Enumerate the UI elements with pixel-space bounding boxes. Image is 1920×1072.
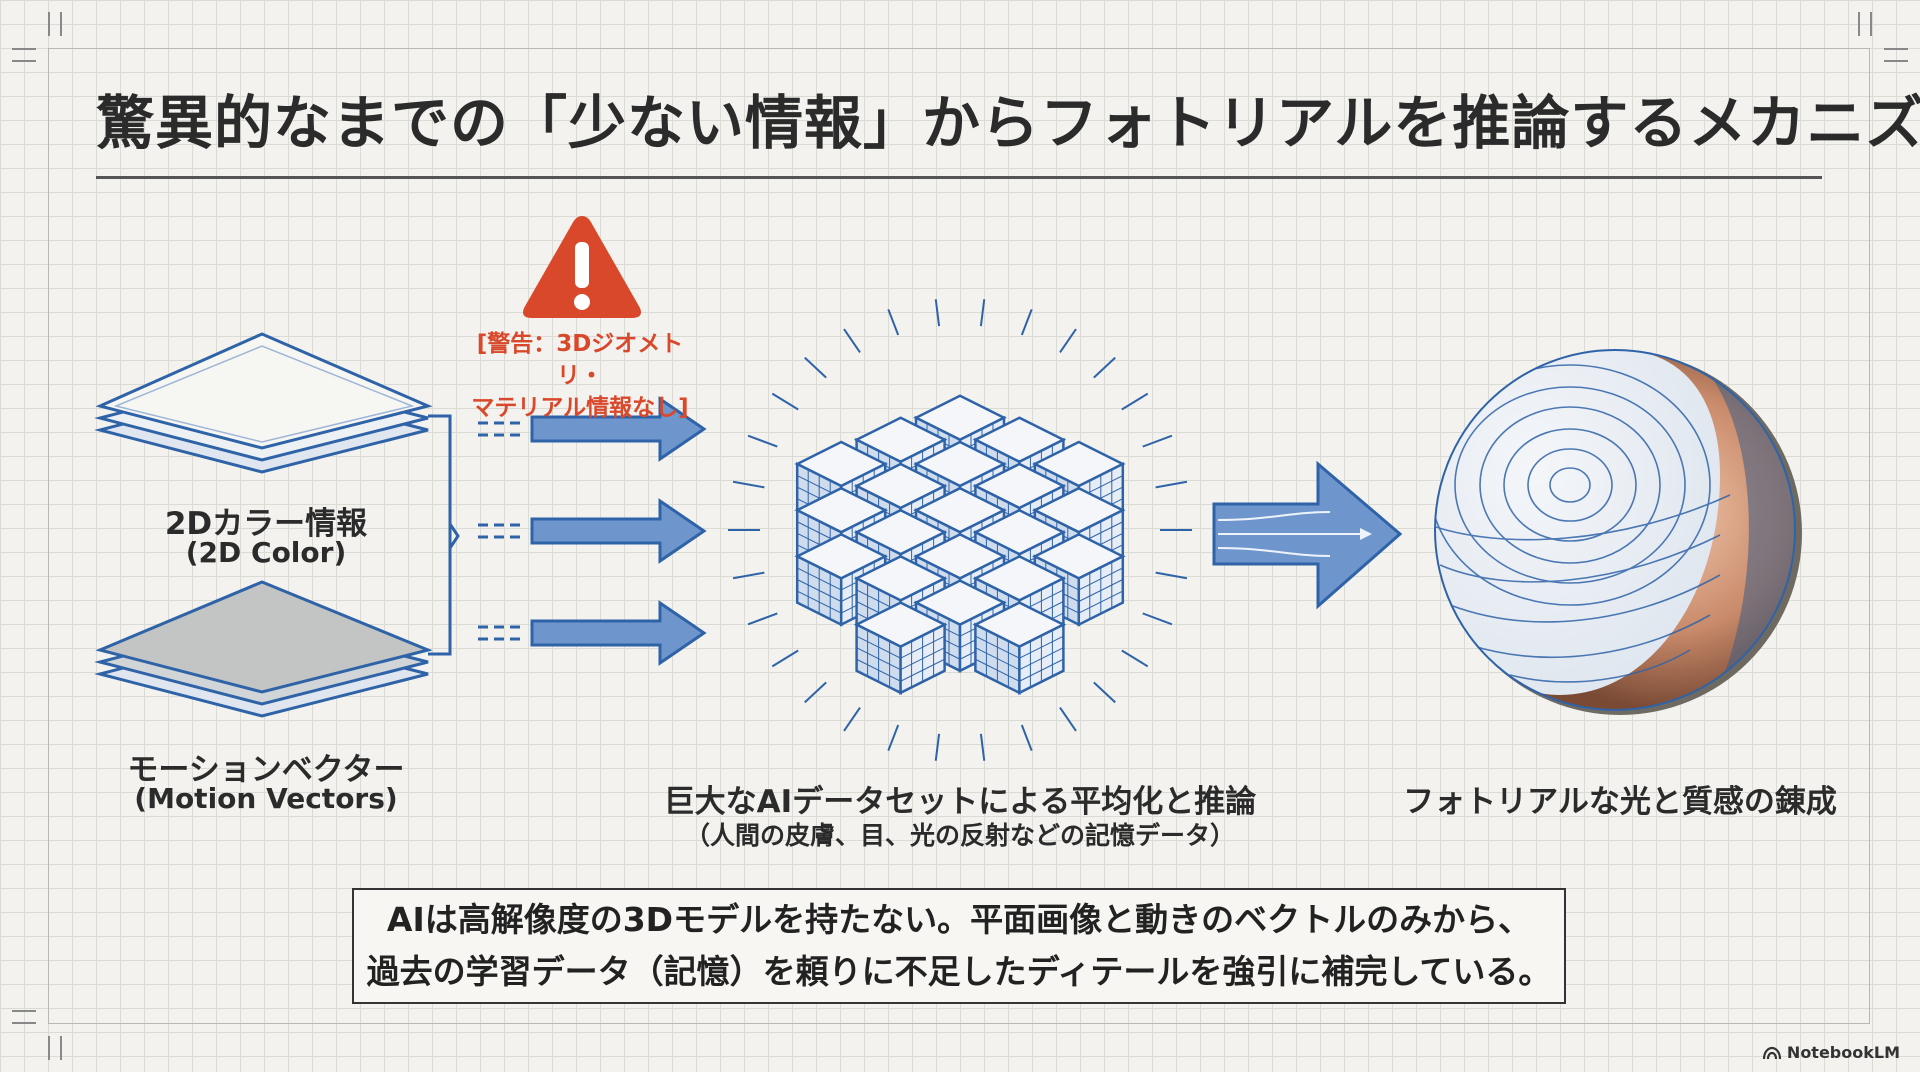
notebooklm-logo-icon xyxy=(1763,1046,1781,1060)
burst-line xyxy=(1143,613,1172,624)
summary-box: AIは高解像度の3Dモデルを持たない。平面画像と動きのベクトルのみから、 過去の… xyxy=(352,888,1566,1004)
input-bracket xyxy=(428,412,468,662)
crop-mark xyxy=(1870,12,1872,36)
crop-mark xyxy=(12,60,36,62)
burst-line xyxy=(1022,309,1032,335)
burst-line xyxy=(748,436,777,447)
page-title: 驚異的なまでの「少ない情報」からフォトリアルを推論するメカニズム xyxy=(96,76,1826,160)
crop-mark xyxy=(12,48,36,50)
burst-line xyxy=(1060,708,1076,731)
crop-mark xyxy=(12,1022,36,1024)
burst-line xyxy=(1156,482,1187,488)
cube-cluster-icon xyxy=(720,300,1200,760)
crop-mark xyxy=(1858,12,1860,36)
dataset-label: 巨大なAIデータセットによる平均化と推論 xyxy=(640,776,1280,821)
burst-line xyxy=(936,299,939,326)
crop-mark xyxy=(60,12,62,36)
burst-line xyxy=(888,725,898,751)
color-input-sublabel: (2D Color) xyxy=(96,536,436,569)
motion-input-sublabel: (Motion Vectors) xyxy=(86,782,446,815)
burst-line xyxy=(1094,682,1115,702)
burst-line xyxy=(748,613,777,624)
burst-line xyxy=(844,708,860,731)
burst-line xyxy=(733,573,764,579)
crop-mark xyxy=(48,1036,50,1060)
output-label: フォトリアルな光と質感の錬成 xyxy=(1380,776,1860,821)
warning-line-1: [警告：3Dジオメトリ・ xyxy=(455,328,705,392)
warning-label: [警告：3Dジオメトリ・ マテリアル情報なし] xyxy=(455,328,705,424)
burst-line xyxy=(1094,358,1115,378)
input-arrows xyxy=(470,395,710,675)
motion-layer-stack xyxy=(96,578,436,738)
output-arrow xyxy=(1210,460,1410,610)
brand-badge: NotebookLM xyxy=(1763,1043,1900,1062)
brand-name: NotebookLM xyxy=(1787,1043,1900,1062)
burst-line xyxy=(772,650,798,666)
summary-line-2: 過去の学習データ（記憶）を頼りに不足したディテールを強引に補完している。 xyxy=(367,946,1552,998)
burst-line xyxy=(805,358,826,378)
crop-mark xyxy=(1884,60,1908,62)
color-layer-stack xyxy=(96,330,436,500)
burst-line xyxy=(1122,394,1148,410)
warning-triangle-icon xyxy=(520,212,644,322)
burst-line xyxy=(1143,436,1172,447)
burst-line xyxy=(936,734,939,761)
burst-line xyxy=(772,394,798,410)
crop-mark xyxy=(48,12,50,36)
burst-line xyxy=(1022,725,1032,751)
burst-line xyxy=(1156,573,1187,579)
burst-line xyxy=(981,299,984,326)
crop-mark xyxy=(60,1036,62,1060)
burst-line xyxy=(888,309,898,335)
crop-mark xyxy=(12,1010,36,1012)
burst-line xyxy=(981,734,984,761)
warning-line-2: マテリアル情報なし] xyxy=(455,392,705,424)
dataset-sublabel: （人間の皮膚、目、光の反射などの記憶データ） xyxy=(640,816,1280,852)
title-divider xyxy=(96,176,1822,179)
crop-mark xyxy=(1884,48,1908,50)
arrow-right-icon xyxy=(1214,464,1400,606)
burst-line xyxy=(1060,329,1076,352)
burst-line xyxy=(1122,650,1148,666)
burst-line xyxy=(805,682,826,702)
burst-line xyxy=(844,329,860,352)
summary-line-1: AIは高解像度の3Dモデルを持たない。平面画像と動きのベクトルのみから、 xyxy=(387,894,1531,946)
sphere-render-icon xyxy=(1420,335,1820,725)
arrow-right-icon xyxy=(478,603,704,663)
burst-line xyxy=(733,482,764,488)
arrow-right-icon xyxy=(478,501,704,561)
